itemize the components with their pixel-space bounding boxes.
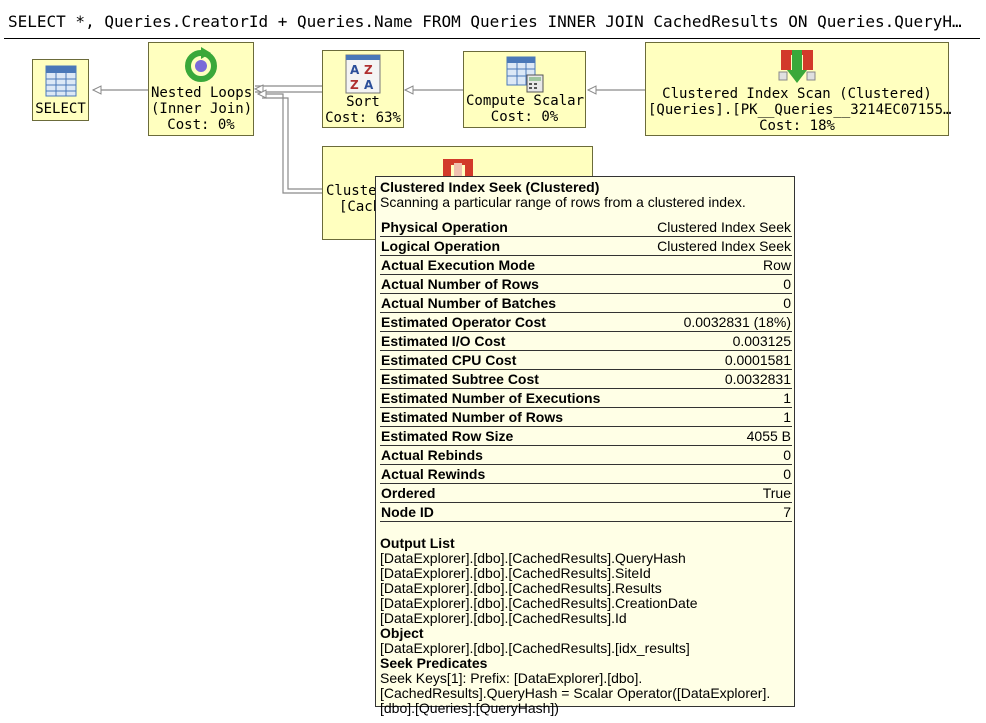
seek-predicate-line: [CachedResults].QueryHash = Scalar Opera… — [380, 685, 771, 701]
property-name: Estimated CPU Cost — [380, 350, 636, 370]
seek-predicate-line: [dbo].[Queries].[QueryHash]) — [380, 700, 559, 716]
nested-loops-node[interactable]: Nested Loops (Inner Join) Cost: 0% — [148, 42, 254, 136]
seek-predicates: Seek Keys[1]: Prefix: [DataExplorer].[db… — [380, 671, 790, 716]
property-name: Estimated Operator Cost — [380, 312, 636, 332]
select-node[interactable]: SELECT — [32, 59, 89, 121]
property-value: 0 — [635, 274, 792, 294]
property-name: Estimated Row Size — [380, 426, 636, 446]
property-name: Ordered — [380, 483, 636, 503]
property-name: Estimated Number of Rows — [380, 407, 636, 427]
nested-loops-label: Nested Loops — [151, 85, 253, 101]
nested-loops-cost: Cost: 0% — [167, 117, 235, 133]
output-column: [DataExplorer].[dbo].[CachedResults].Que… — [380, 550, 686, 566]
clustered-index-seek-object: [Cach — [339, 199, 382, 215]
output-column: [DataExplorer].[dbo].[CachedResults].Sit… — [380, 565, 651, 581]
sort-label: Sort — [346, 94, 380, 110]
sort-az-icon: A Z Z A — [345, 54, 381, 94]
property-value: 0 — [635, 464, 792, 484]
property-name: Actual Rebinds — [380, 445, 636, 465]
clustered-index-seek-label: Cluste — [326, 183, 377, 199]
output-column: [DataExplorer].[dbo].[CachedResults].Cre… — [380, 595, 698, 611]
property-name: Estimated Number of Executions — [380, 388, 636, 408]
clustered-index-scan-cost: Cost: 18% — [759, 118, 835, 134]
select-label: SELECT — [35, 101, 86, 117]
output-column: [DataExplorer].[dbo].[CachedResults].Id — [380, 610, 627, 626]
calculator-table-icon — [506, 56, 543, 93]
property-value: Clustered Index Seek — [635, 218, 792, 237]
clustered-index-scan-object: [Queries].[PK__Queries__3214EC07155… — [648, 102, 952, 118]
clustered-index-scan-node[interactable]: Clustered Index Scan (Clustered) [Querie… — [645, 42, 952, 136]
property-value: 0.0032831 — [635, 369, 792, 389]
property-value: Clustered Index Seek — [635, 236, 792, 256]
svg-text:A: A — [364, 78, 374, 92]
property-name: Actual Execution Mode — [380, 255, 636, 275]
property-name: Physical Operation — [380, 218, 636, 237]
sort-cost: Cost: 63% — [325, 110, 401, 126]
operator-tooltip: Clustered Index Seek (Clustered) Scannin… — [375, 176, 795, 716]
seek-predicates-heading: Seek Predicates — [380, 655, 488, 671]
property-name: Logical Operation — [380, 236, 636, 256]
table-icon — [45, 65, 76, 97]
compute-scalar-cost: Cost: 0% — [490, 109, 559, 125]
sort-node[interactable]: A Z Z A Sort Cost: 63% — [322, 50, 404, 128]
svg-text:A: A — [350, 63, 360, 77]
property-name: Actual Rewinds — [380, 464, 636, 484]
property-value: 1 — [635, 407, 792, 427]
tooltip-title: Clustered Index Seek (Clustered) — [380, 179, 600, 195]
property-name: Actual Number of Rows — [380, 274, 636, 294]
clustered-index-scan-label: Clustered Index Scan (Clustered) — [662, 86, 932, 102]
svg-text:Z: Z — [364, 63, 373, 77]
nested-loops-join-type: (Inner Join) — [151, 101, 253, 117]
output-column: [DataExplorer].[dbo].[CachedResults].Res… — [380, 580, 662, 596]
property-value: True — [635, 483, 792, 503]
property-value: 0 — [635, 293, 792, 313]
compute-scalar-node[interactable]: Compute Scalar Cost: 0% — [463, 51, 586, 128]
compute-scalar-label: Compute Scalar — [466, 93, 585, 109]
property-value: Row — [635, 255, 792, 275]
loop-arrow-icon — [185, 47, 217, 82]
property-value: 0.003125 — [635, 331, 792, 351]
property-name: Node ID — [380, 502, 636, 522]
svg-text:Z: Z — [350, 78, 359, 92]
property-name: Estimated I/O Cost — [380, 331, 636, 351]
property-name: Estimated Subtree Cost — [380, 369, 636, 389]
property-name: Actual Number of Batches — [380, 293, 636, 313]
object-heading: Object — [380, 625, 424, 641]
query-text[interactable]: SELECT *, Queries.CreatorId + Queries.Na… — [8, 12, 962, 31]
property-value: 1 — [635, 388, 792, 408]
query-divider — [4, 38, 980, 39]
index-seek-icon — [442, 159, 473, 177]
output-list-heading: Output List — [380, 535, 455, 551]
output-list: [DataExplorer].[dbo].[CachedResults].Que… — [380, 551, 790, 626]
seek-predicate-line: Seek Keys[1]: Prefix: [DataExplorer].[db… — [380, 670, 643, 686]
property-value: 4055 B — [635, 426, 792, 446]
property-value: 0 — [635, 445, 792, 465]
property-value: 0.0032831 (18%) — [635, 312, 792, 332]
property-value: 0.0001581 — [635, 350, 792, 370]
object-value: [DataExplorer].[dbo].[CachedResults].[id… — [380, 640, 690, 656]
index-scan-icon — [778, 50, 816, 83]
property-value: 7 — [635, 502, 792, 522]
tooltip-description: Scanning a particular range of rows from… — [380, 194, 746, 210]
